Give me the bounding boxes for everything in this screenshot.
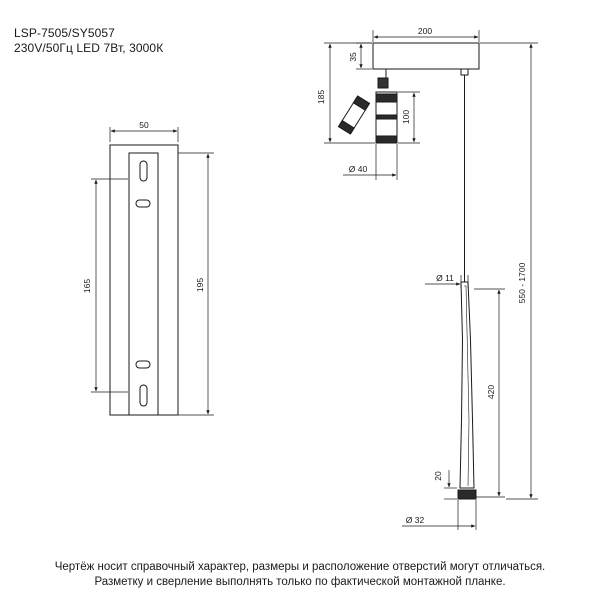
disclaimer-line-1: Чертёж носит справочный характер, размер… [54, 561, 546, 573]
spot-band-lower [375, 114, 398, 120]
pendant-shade [459, 281, 475, 489]
mounting-plate-view [91, 127, 214, 416]
label-lens-height: 20 [433, 471, 443, 481]
label-spot-diameter: Ø 40 [349, 164, 368, 174]
label-drop-range: 550 - 1700 [517, 262, 527, 303]
label-plate-height: 195 [195, 278, 205, 292]
canopy [372, 42, 480, 70]
hole-top [135, 199, 151, 208]
label-plate-width: 50 [139, 120, 149, 130]
electrical-specs: 230V/50Гц LED 7Вт, 3000К [14, 41, 164, 55]
spot-tilted-head [337, 95, 371, 135]
label-shade-top-diameter: Ø 11 [436, 273, 454, 283]
label-spot-body: 100 [401, 110, 411, 124]
label-spot-height: 185 [316, 90, 326, 104]
model-number: LSP-7505/SY5057 [14, 26, 115, 40]
pendant-lens [457, 489, 477, 500]
mounting-bracket [128, 152, 159, 416]
label-shade-bottom-diameter: Ø 32 [406, 515, 425, 525]
label-shade-length: 420 [486, 385, 496, 399]
disclaimer-line-2: Разметку и сверление выполнять только по… [94, 576, 506, 588]
label-canopy-height: 35 [348, 52, 358, 62]
hole-bottom [135, 360, 151, 369]
spot-band-upper [375, 93, 398, 103]
spot-band-bottom [375, 135, 398, 144]
cable-grip [460, 68, 469, 76]
spot-joint [377, 77, 389, 89]
mounting-plate-outline [109, 144, 179, 416]
label-hole-spacing: 165 [82, 279, 92, 293]
pendant-view [324, 30, 538, 530]
slot-bottom [139, 384, 148, 407]
label-canopy-width: 200 [418, 26, 432, 36]
slot-top [139, 160, 148, 182]
